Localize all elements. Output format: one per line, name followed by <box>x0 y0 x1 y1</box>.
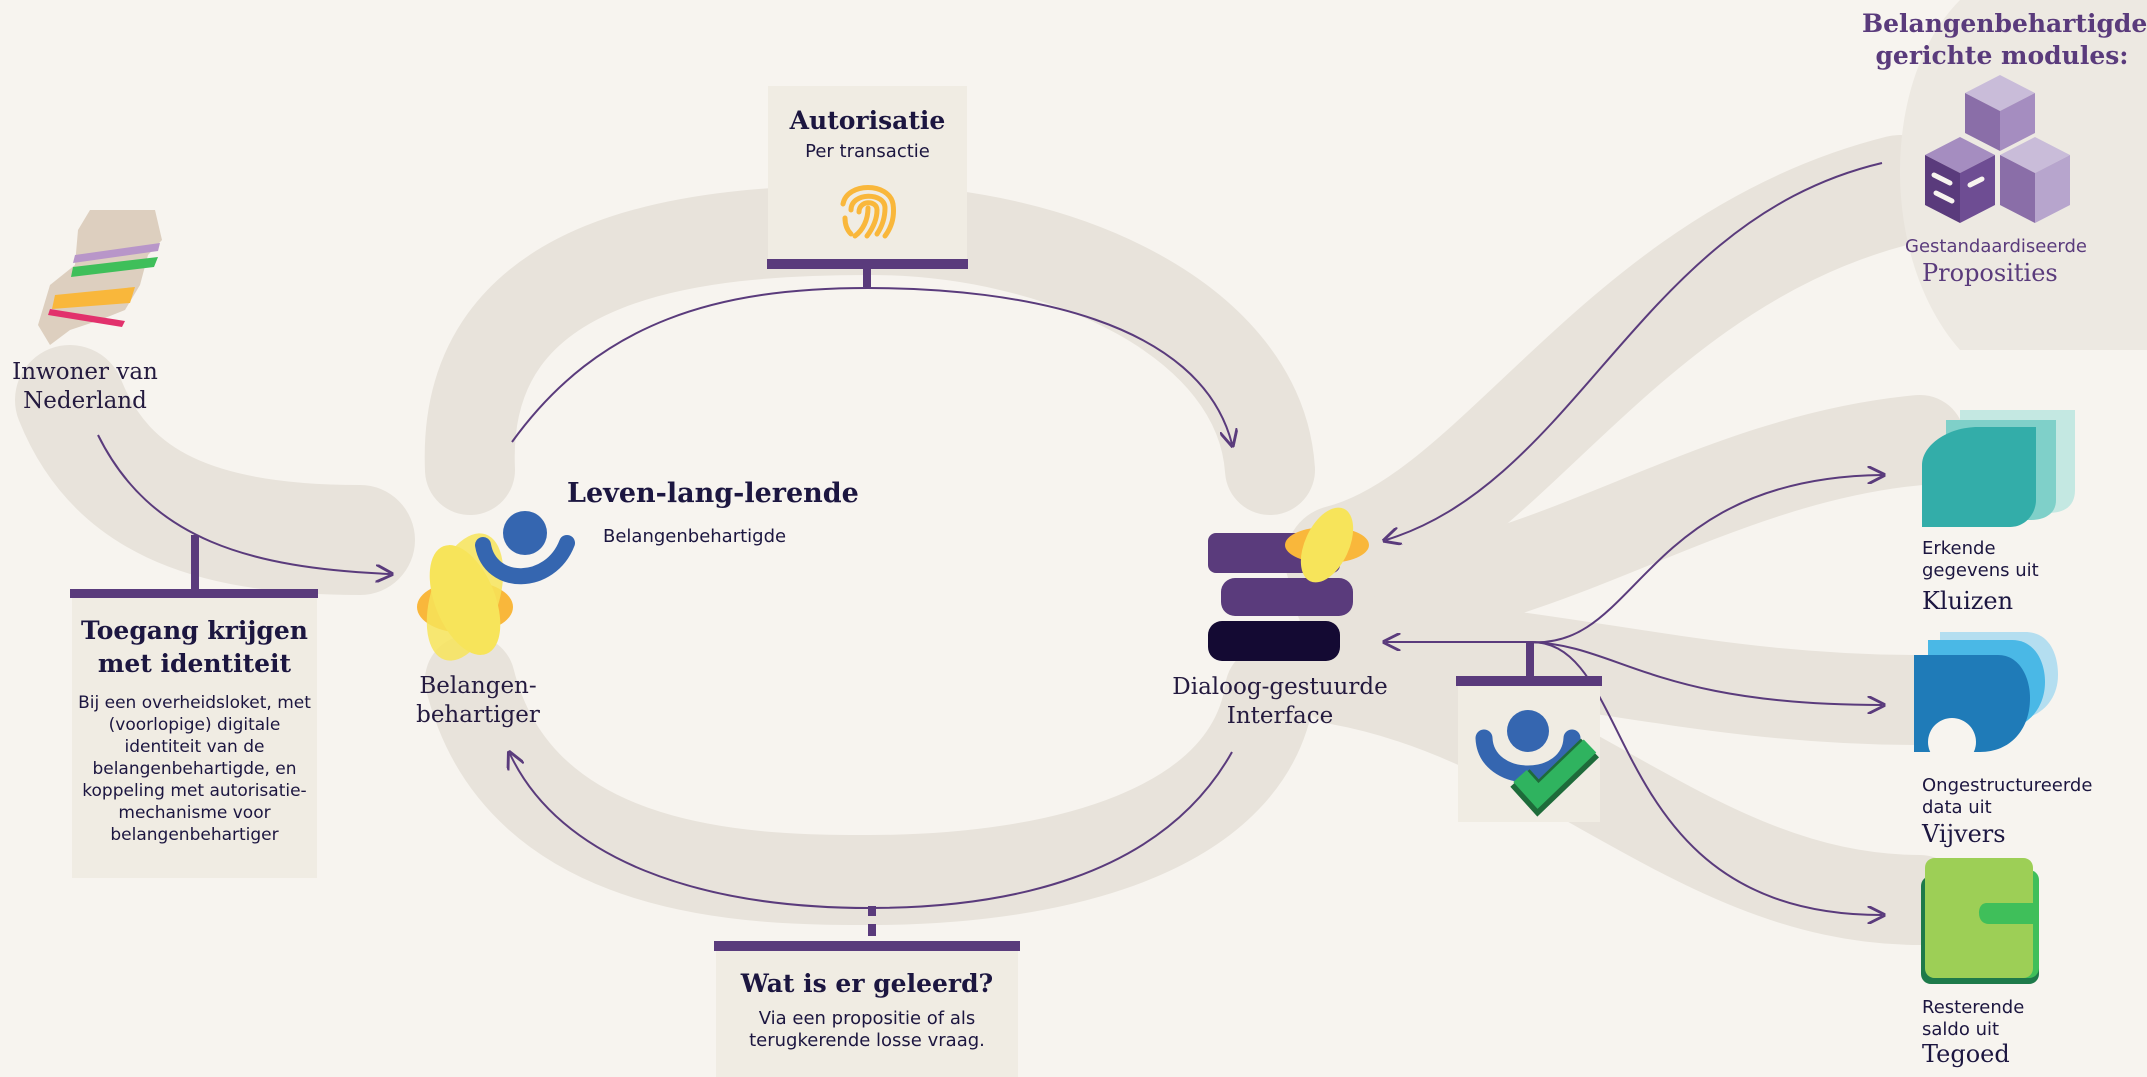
arrow-to-vijvers <box>1529 641 1882 705</box>
vault-caption: Erkende gegevens uit <box>1922 538 2039 582</box>
dialog-interface-icon <box>1208 507 1369 661</box>
access-card-body-line: Bij een overheidsloket, met <box>78 693 311 713</box>
advocate-label-line1: Belangen- <box>419 673 537 699</box>
learned-card-stem-upper <box>868 906 876 916</box>
arrow-modules-to-dialog <box>1386 162 1883 540</box>
vault-caption-line2: gegevens uit <box>1922 560 2039 581</box>
fingerprint-icon <box>840 185 896 239</box>
authorisation-title: Autorisatie <box>789 106 946 135</box>
dialog-label-line1: Dialoog-gestuurde <box>1172 674 1388 700</box>
verification-card <box>1458 686 1600 822</box>
credit-name: Tegoed <box>1922 1040 2010 1068</box>
pond-name: Vijvers <box>1922 820 2006 848</box>
pond-icon <box>1914 632 2058 766</box>
access-card-title-line1: Toegang krijgen <box>81 616 308 645</box>
arrow-to-tegoed <box>1529 640 1882 915</box>
background-ribbons <box>15 135 1965 945</box>
modules-caption: Gestandaardiseerde <box>1905 236 2088 257</box>
arrow-advocate-to-dialog <box>511 286 1232 444</box>
credit-caption: Resterende saldo uit <box>1922 997 2024 1041</box>
citizen-label: Inwoner van Nederland <box>0 358 170 416</box>
vault-caption-line1: Erkende <box>1922 538 1996 559</box>
citizen-label-line2: Nederland <box>23 388 147 414</box>
advocate-icon <box>417 511 575 661</box>
netherlands-map-icon <box>38 210 162 345</box>
verification-card-bar <box>1456 676 1602 686</box>
authorisation-subtitle: Per transactie <box>805 141 930 162</box>
modules-title-line2: gerichte modules: <box>1875 41 2129 70</box>
citizen-label-line1: Inwoner van <box>12 359 158 385</box>
lifelong-learner-title: Leven-lang-lerende <box>567 478 859 509</box>
access-card-title-line2: met identiteit <box>97 649 292 678</box>
learned-body-line: terugkerende losse vraag. <box>749 1030 985 1051</box>
access-card-stem <box>191 535 199 590</box>
access-card-body-line: belangenbehartigde, en <box>92 759 297 779</box>
authorisation-card: Autorisatie Per transactie <box>768 86 967 259</box>
access-card-body-line: identiteit van de <box>124 737 265 757</box>
modules-name: Proposities <box>1922 259 2058 287</box>
learned-title: Wat is er geleerd? <box>740 969 994 998</box>
advocate-label-line2: behartiger <box>416 702 540 728</box>
arrow-to-kluizen <box>1529 475 1882 644</box>
learned-card: Wat is er geleerd? Via een propositie of… <box>716 951 1018 1077</box>
credit-icon <box>1921 858 2039 984</box>
access-card-body-line: koppeling met autorisatie- <box>82 781 307 801</box>
vault-icon <box>1922 410 2075 527</box>
pond-caption: Ongestructureerde data uit <box>1922 775 2092 819</box>
authorisation-card-stem <box>863 269 871 287</box>
modules-title-line1: Belangenbehartigde- <box>1862 9 2147 38</box>
pond-caption-line2: data uit <box>1922 797 1992 818</box>
access-card-bar <box>70 589 318 598</box>
modules-cubes-icon <box>1925 75 2070 223</box>
vault-name: Kluizen <box>1922 587 2014 615</box>
learned-card-bar <box>714 941 1020 951</box>
access-card-body-line: belangenbehartiger <box>110 825 279 845</box>
lifelong-learner-subtitle: Belangenbehartigde <box>603 526 787 547</box>
dialog-label: Dialoog-gestuurde Interface <box>1160 673 1400 731</box>
learned-card-stem-lower <box>868 924 876 936</box>
arrow-citizen-to-advocate <box>97 434 390 574</box>
advocate-label: Belangen- behartiger <box>388 672 568 730</box>
authorisation-card-bar <box>767 259 968 269</box>
access-card-body-line: mechanisme voor <box>118 803 271 823</box>
credit-caption-line2: saldo uit <box>1922 1019 2000 1040</box>
pond-caption-line1: Ongestructureerde <box>1922 775 2093 796</box>
credit-caption-line1: Resterende <box>1922 997 2025 1018</box>
verification-card-stem <box>1526 642 1534 678</box>
modules-title: Belangenbehartigde- gerichte modules: <box>1862 8 2147 72</box>
dialog-label-line2: Interface <box>1226 703 1334 729</box>
access-card: Toegang krijgen met identiteit Bij een o… <box>72 598 317 878</box>
learned-body-line: Via een propositie of als <box>758 1008 976 1029</box>
verified-person-icon <box>1475 710 1600 817</box>
access-card-body-line: (voorlopige) digitale <box>108 715 281 735</box>
